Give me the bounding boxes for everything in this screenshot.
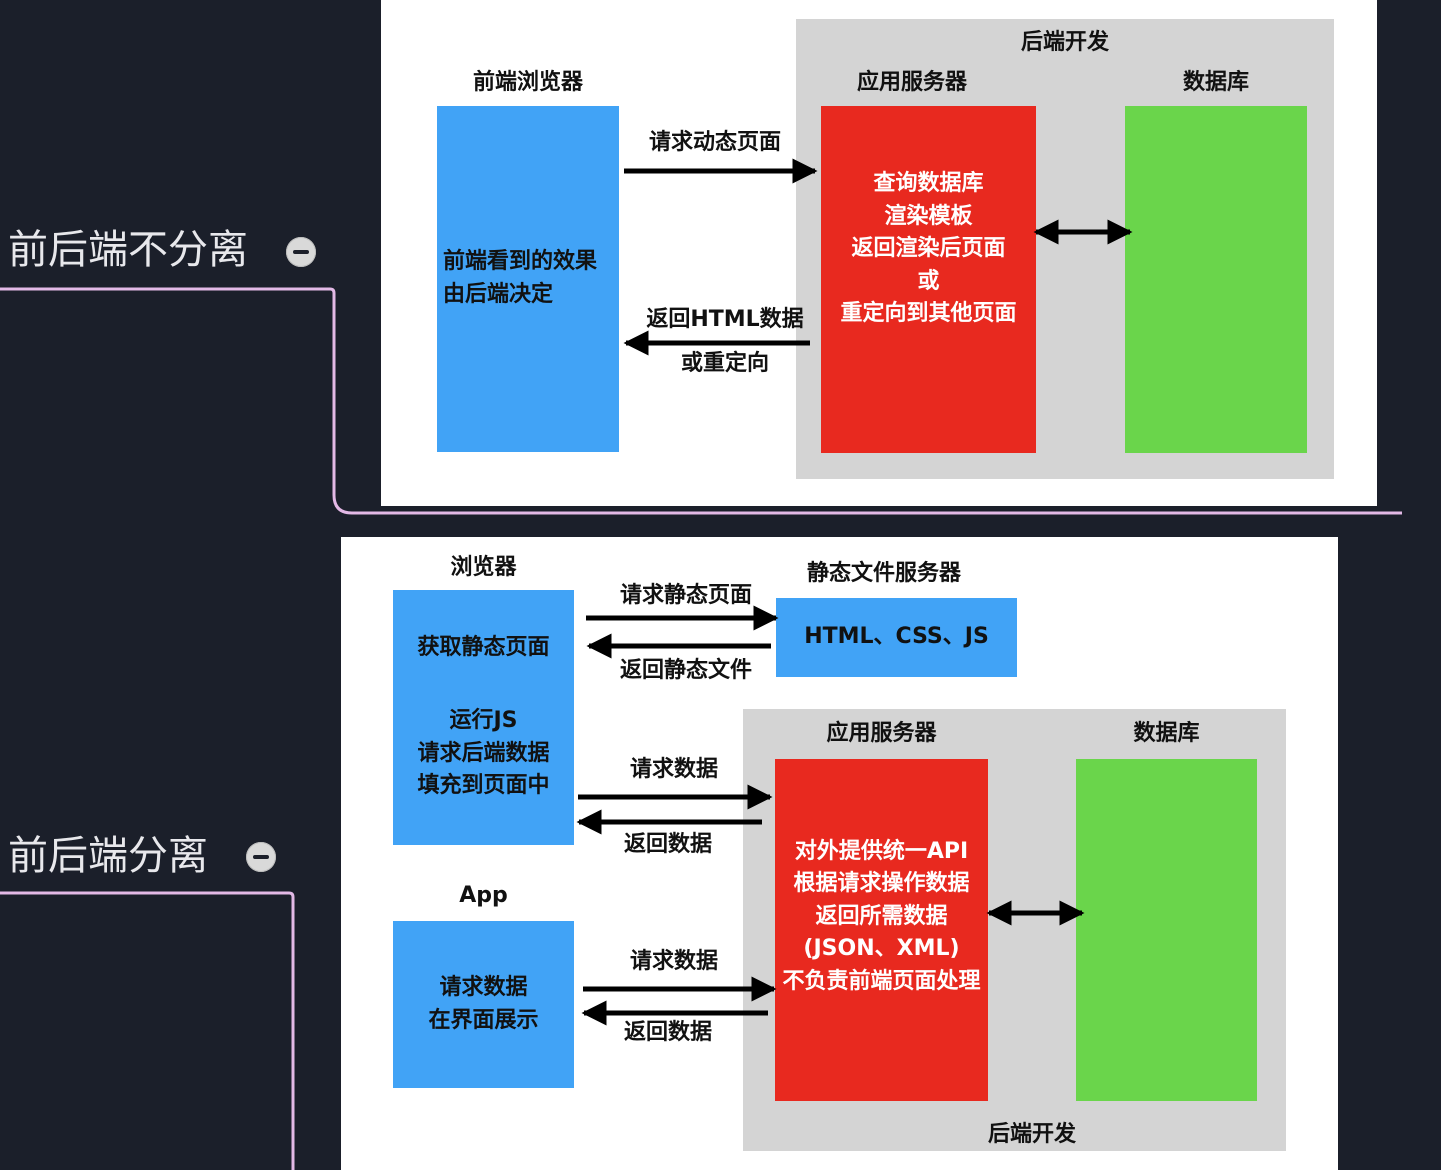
- connector-node2: [0, 891, 295, 1170]
- arrow-label-request-static: 请求静态页面: [619, 583, 752, 608]
- app-box: 请求数据 在界面展示: [393, 921, 574, 1088]
- static-server-text: HTML、CSS、JS: [804, 624, 989, 650]
- mindmap-node-label[interactable]: 前后端不分离: [8, 227, 248, 273]
- app-server-box: 查询数据库 渲染模板 返回渲染后页面 或 重定向到其他页面: [821, 106, 1036, 453]
- database-label: 数据库: [1133, 721, 1200, 746]
- browser-box: 前端看到的效果 由后端决定: [437, 106, 619, 452]
- app-server-text-line: 返回所需数据: [815, 903, 948, 929]
- backend-title: 后端开发: [987, 1122, 1076, 1147]
- static-server-box: HTML、CSS、JS: [776, 598, 1017, 677]
- browser-box: 获取静态页面 运行JS 请求后端数据 填充到页面中: [393, 590, 574, 845]
- app-server-text-line: 重定向到其他页面: [840, 301, 1017, 327]
- arrow-label-request: 请求动态页面: [648, 130, 781, 155]
- app-server-text-line: 返回渲染后页面: [851, 236, 1006, 262]
- app-server-text-line: 查询数据库: [873, 171, 984, 197]
- app-server-label: 应用服务器: [826, 721, 937, 746]
- browser-text-line: 前端看到的效果: [443, 249, 598, 275]
- arrow-label-request-data: 请求数据: [629, 757, 718, 782]
- app-server-text-line: 渲染模板: [884, 203, 973, 229]
- database-box: [1125, 106, 1307, 453]
- browser-label: 前端浏览器: [472, 70, 583, 95]
- connector-node1: [0, 287, 1402, 515]
- app-server-box: 对外提供统一API 根据请求操作数据 返回所需数据 (JSON、XML) 不负责…: [775, 759, 988, 1101]
- browser-text-line: 填充到页面中: [417, 773, 550, 799]
- arrow-label-return-data: 返回数据: [623, 832, 712, 857]
- arrow-label-request-data: 请求数据: [629, 949, 718, 974]
- app-label: App: [459, 883, 508, 908]
- database-label: 数据库: [1182, 70, 1249, 95]
- arrow-label-response: 返回HTML数据: [646, 307, 804, 332]
- app-server-text-line: 不负责前端页面处理: [782, 968, 981, 994]
- static-server-label: 静态文件服务器: [806, 561, 961, 586]
- collapse-icon[interactable]: [286, 237, 316, 267]
- database-box: [1076, 759, 1257, 1101]
- app-server-text-line: (JSON、XML): [803, 936, 960, 962]
- browser-text-line: 运行JS: [449, 707, 518, 733]
- browser-text-line: 请求后端数据: [417, 740, 550, 766]
- app-server-text-line: 对外提供统一API: [794, 838, 969, 864]
- app-text-line: 在界面展示: [428, 1007, 539, 1033]
- arrow-label-response: 或重定向: [680, 351, 769, 376]
- app-text-line: 请求数据: [439, 974, 528, 1000]
- mindmap-node-label[interactable]: 前后端分离: [8, 833, 208, 879]
- browser-text-line: 由后端决定: [443, 282, 554, 307]
- backend-title: 后端开发: [1020, 30, 1109, 55]
- browser-label: 浏览器: [450, 555, 517, 580]
- app-server-label: 应用服务器: [856, 70, 967, 95]
- collapse-icon[interactable]: [246, 842, 276, 872]
- arrow-label-return-data: 返回数据: [623, 1020, 712, 1045]
- arrow-label-return-static: 返回静态文件: [619, 658, 752, 683]
- app-server-text-line: 根据请求操作数据: [793, 871, 970, 897]
- app-server-text-line: 或: [917, 268, 940, 294]
- browser-text-line: 获取静态页面: [417, 635, 550, 661]
